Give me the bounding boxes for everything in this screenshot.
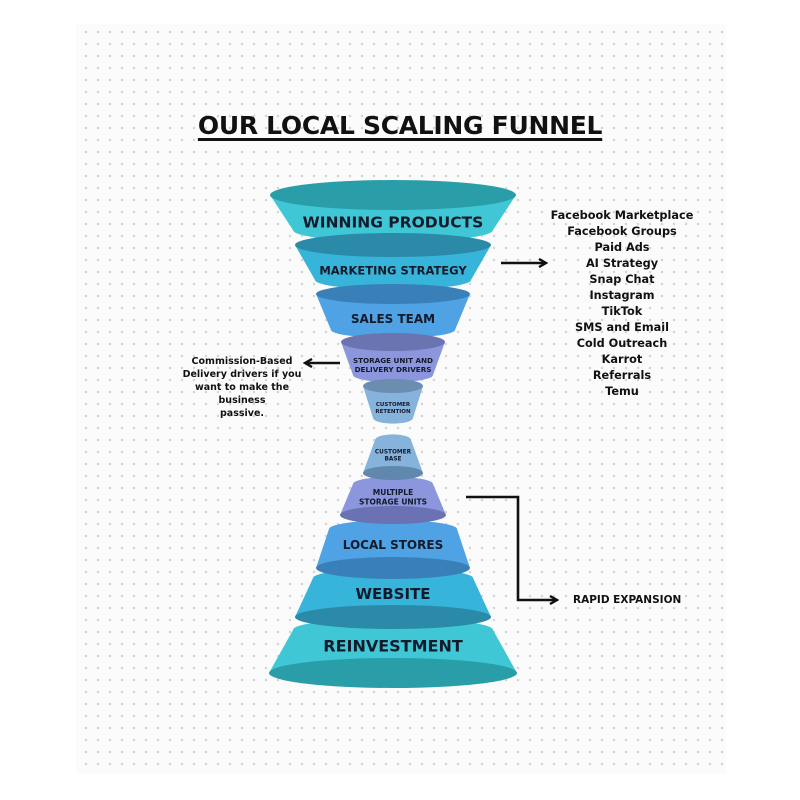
funnel-segment: LOCAL STORES: [316, 520, 470, 579]
segment-body: [363, 434, 423, 473]
segment-label: DELIVERY DRIVERS: [355, 365, 432, 374]
segment-body: [295, 568, 491, 617]
segment-label: WEBSITE: [355, 585, 430, 603]
segment-label: SALES TEAM: [351, 312, 435, 326]
segment-rim: [363, 466, 423, 480]
channel-item: Karrot: [601, 353, 643, 366]
segment-body: [341, 342, 445, 383]
channel-item: Paid Ads: [594, 241, 650, 254]
segment-rim: [363, 379, 423, 393]
funnel-segment: SALES TEAM: [316, 284, 470, 338]
segment-rim: [341, 333, 445, 351]
channel-item: Facebook Marketplace: [550, 209, 694, 222]
segment-rim: [316, 557, 470, 579]
segment-rim: [270, 180, 516, 210]
channel-item: Instagram: [589, 289, 655, 302]
channel-item: Referrals: [592, 369, 652, 382]
delivery-note-line: Commission-Based: [191, 356, 293, 367]
delivery-note-line: Delivery drivers if you: [182, 369, 302, 380]
funnel-segment: MARKETING STRATEGY: [295, 233, 491, 290]
funnel-segment: WEBSITE: [295, 568, 491, 629]
segment-rim: [269, 658, 517, 688]
segment-label: RETENTION: [375, 409, 411, 415]
delivery-note-line: want to make the business: [194, 382, 290, 406]
channel-item: Temu: [605, 385, 639, 398]
channel-item: Cold Outreach: [576, 337, 668, 350]
segment-rim: [340, 506, 446, 524]
segment-label: MULTIPLE: [373, 488, 413, 497]
funnel-segment: REINVESTMENT: [269, 618, 517, 688]
segment-body: [316, 294, 470, 338]
segment-body: [363, 386, 423, 424]
segment-label: STORAGE UNIT AND: [353, 356, 433, 365]
channel-item: SMS and Email: [575, 321, 669, 334]
arrow-to-rapid-expansion: [466, 495, 556, 600]
segment-body: [295, 245, 491, 290]
delivery-note-line: passive.: [219, 408, 265, 419]
segment-label: STORAGE UNITS: [359, 497, 427, 506]
segment-rim: [295, 605, 491, 629]
segment-label: MARKETING STRATEGY: [319, 264, 467, 278]
rapid-expansion-label: RAPID EXPANSION: [573, 594, 682, 606]
segment-label: CUSTOMER: [376, 402, 411, 408]
channel-item: Snap Chat: [589, 273, 655, 286]
segment-body: [340, 476, 446, 515]
segment-label: LOCAL STORES: [343, 538, 443, 552]
page-title: OUR LOCAL SCALING FUNNEL: [197, 111, 603, 140]
segment-body: [269, 618, 517, 673]
segment-body: [316, 520, 470, 568]
segment-rim: [295, 233, 491, 257]
segment-label: REINVESTMENT: [323, 637, 463, 656]
funnel-segment: WINNING PRODUCTS: [270, 180, 516, 242]
channel-item: AI Strategy: [585, 257, 659, 270]
funnel-segment: CUSTOMER BASE: [363, 434, 423, 480]
channel-item: TikTok: [601, 305, 643, 318]
segment-rim: [316, 284, 470, 304]
segment-label: CUSTOMER: [375, 449, 412, 455]
segment-label: BASE: [384, 457, 401, 463]
channel-item: Facebook Groups: [567, 225, 677, 238]
segment-label: WINNING PRODUCTS: [303, 213, 484, 231]
